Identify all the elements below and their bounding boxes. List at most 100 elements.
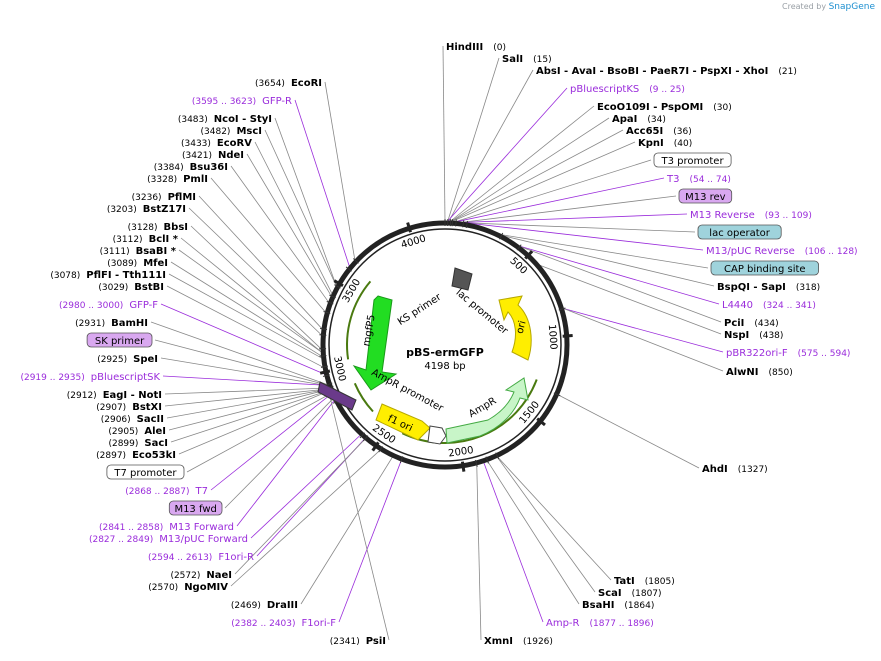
label-name: ApaI bbox=[612, 114, 637, 125]
map-label-draiii[interactable]: DraIII(2469) bbox=[231, 600, 298, 611]
label-pos: (2905) bbox=[108, 427, 138, 437]
map-label-pmli[interactable]: PmlI(3328) bbox=[147, 174, 208, 185]
map-label-t3[interactable]: T3(54 .. 74) bbox=[666, 174, 731, 185]
leader-line bbox=[178, 390, 330, 455]
map-label-gfp-r[interactable]: GFP-R(3595 .. 3623) bbox=[192, 96, 292, 107]
site-labels[interactable]: HindIII(0)SalI(15)AbsI - AvaI - BsoBI - … bbox=[20, 42, 857, 647]
map-label-bstz17i[interactable]: BstZ17I(3203) bbox=[107, 204, 186, 215]
map-label-sk[interactable]: SK primer bbox=[86, 332, 153, 348]
label-pos: (1877 .. 1896) bbox=[590, 619, 654, 629]
map-label-t3[interactable]: T3 promoter bbox=[653, 152, 732, 168]
map-label-ecoo109i[interactable]: EcoO109I - PspOMI(30) bbox=[597, 102, 732, 113]
map-label-ngomiv[interactable]: NgoMIV(2570) bbox=[148, 582, 228, 593]
label-pos: (3482) bbox=[201, 127, 231, 137]
map-label-xmni[interactable]: XmnI(1926) bbox=[484, 636, 553, 647]
map-label-bsahi[interactable]: BsaHI(1864) bbox=[582, 600, 654, 611]
map-label-hindiii[interactable]: HindIII(0) bbox=[446, 42, 506, 53]
label-pos: (438) bbox=[759, 331, 783, 341]
map-label-psii[interactable]: PsiI(2341) bbox=[330, 636, 386, 647]
map-label-m13[interactable]: M13 Forward(2841 .. 2858) bbox=[99, 522, 234, 533]
label-pos: (324 .. 341) bbox=[763, 301, 816, 311]
leader-line bbox=[186, 393, 332, 473]
tick-mark bbox=[406, 222, 412, 233]
label-name: PflFI - Tth111I bbox=[86, 270, 166, 281]
ampr-arrow[interactable] bbox=[445, 377, 529, 444]
map-label-absi[interactable]: AbsI - AvaI - BsoBI - PaeR7I - PspXI - X… bbox=[536, 66, 797, 77]
map-label-ahdi[interactable]: AhdI(1327) bbox=[702, 464, 768, 475]
leader-line bbox=[447, 57, 500, 222]
map-label-ecorv[interactable]: EcoRV(3433) bbox=[181, 138, 252, 149]
map-label-pflfi[interactable]: PflFI - Tth111I(3078) bbox=[50, 270, 166, 281]
f1-ori-arrow[interactable] bbox=[375, 403, 431, 441]
map-label-eco53ki[interactable]: Eco53kI(2897) bbox=[96, 450, 176, 461]
leader-line bbox=[476, 464, 482, 641]
map-label-bcli[interactable]: BclI *(3112) bbox=[113, 234, 179, 245]
map-label-saci[interactable]: SacI(2899) bbox=[108, 438, 168, 449]
label-name: BstZ17I bbox=[143, 204, 186, 215]
map-label-pbluescriptsk[interactable]: pBluescriptSK(2919 .. 2935) bbox=[20, 372, 160, 383]
map-label-t7[interactable]: T7(2868 .. 2887) bbox=[125, 486, 208, 497]
map-label-acc65i[interactable]: Acc65I(36) bbox=[626, 126, 692, 137]
map-label-spei[interactable]: SpeI(2925) bbox=[97, 354, 158, 365]
ampr-promoter-arrow[interactable] bbox=[427, 425, 447, 445]
map-label-kpni[interactable]: KpnI(40) bbox=[638, 138, 692, 149]
map-label-bamhi[interactable]: BamHI(2931) bbox=[75, 318, 148, 329]
map-label-bsu36i[interactable]: Bsu36I(3384) bbox=[154, 162, 228, 173]
map-label-amp-r[interactable]: Amp-R(1877 .. 1896) bbox=[546, 618, 654, 629]
map-label-bsabi[interactable]: BsaBI *(3111) bbox=[100, 246, 177, 257]
map-label-bbsi[interactable]: BbsI(3128) bbox=[128, 222, 188, 233]
map-label-ndei[interactable]: NdeI(3421) bbox=[182, 150, 244, 161]
map-label-alwni[interactable]: AlwNI(850) bbox=[726, 367, 793, 378]
lac-promoter-arrow[interactable] bbox=[451, 267, 473, 291]
site-tick bbox=[322, 374, 330, 377]
map-label-pbluescriptks[interactable]: pBluescriptKS(9 .. 25) bbox=[570, 84, 685, 95]
map-label-ecori[interactable]: EcoRI(3654) bbox=[255, 78, 322, 89]
map-label-lac[interactable]: lac operator bbox=[697, 224, 782, 240]
map-label-ncoi[interactable]: NcoI - StyI(3483) bbox=[178, 114, 272, 125]
map-label-bstxi[interactable]: BstXI(2907) bbox=[96, 402, 162, 413]
map-label-m13[interactable]: M13 rev bbox=[678, 188, 733, 204]
map-label-m13-puc[interactable]: M13/pUC Reverse(106 .. 128) bbox=[706, 246, 858, 257]
map-label-cap[interactable]: CAP binding site bbox=[710, 260, 819, 276]
map-label-sali[interactable]: SalI(15) bbox=[502, 54, 552, 65]
map-label-m13-puc[interactable]: M13/pUC Forward(2827 .. 2849) bbox=[89, 534, 248, 545]
mgfp5-arrow[interactable] bbox=[352, 295, 398, 391]
label-name: EcoO109I - PspOMI bbox=[597, 102, 703, 113]
map-label-nspi[interactable]: NspI(438) bbox=[724, 330, 783, 341]
feature-arrows[interactable] bbox=[317, 267, 538, 445]
site-tick bbox=[319, 334, 327, 336]
leader-line bbox=[178, 249, 322, 353]
ori-arrow[interactable] bbox=[498, 295, 532, 361]
leader-line bbox=[451, 129, 624, 222]
label-name: T3 bbox=[666, 174, 679, 185]
label-name: BsaHI bbox=[582, 600, 614, 611]
map-label-bspqi[interactable]: BspQI - SapI(318) bbox=[717, 282, 820, 293]
map-label-gfp-f[interactable]: GFP-F(2980 .. 3000) bbox=[59, 300, 158, 311]
map-label-m13[interactable]: M13 fwd bbox=[168, 500, 223, 516]
map-label-eagi[interactable]: EagI - NotI(2912) bbox=[67, 390, 162, 401]
map-label-f1ori-r[interactable]: F1ori-R(2594 .. 2613) bbox=[148, 552, 254, 563]
map-label-msci[interactable]: MscI(3482) bbox=[201, 126, 263, 137]
map-label-apai[interactable]: ApaI(34) bbox=[612, 114, 666, 125]
map-label-f1ori-f[interactable]: F1ori-F(2382 .. 2403) bbox=[231, 618, 336, 629]
label-name: F1ori-F bbox=[302, 618, 337, 629]
label-pos: (2931) bbox=[75, 319, 105, 329]
map-label-m13[interactable]: M13 Reverse(93 .. 109) bbox=[690, 210, 812, 221]
map-label-tati[interactable]: TatI(1805) bbox=[614, 576, 675, 587]
map-label-pcii[interactable]: PciI(434) bbox=[724, 318, 779, 329]
map-label-bstbi[interactable]: BstBI(3029) bbox=[98, 282, 164, 293]
map-label-pbr322ori-f[interactable]: pBR322ori-F(575 .. 594) bbox=[726, 348, 850, 359]
map-label-sacii[interactable]: SacII(2906) bbox=[101, 414, 164, 425]
map-label-t7[interactable]: T7 promoter bbox=[106, 464, 185, 480]
map-label-mfei[interactable]: MfeI(3089) bbox=[107, 258, 168, 269]
label-name: DraIII bbox=[267, 600, 298, 611]
label-pos: (1807) bbox=[632, 589, 662, 599]
map-label-l4440[interactable]: L4440(324 .. 341) bbox=[722, 300, 816, 311]
label-pos: (2925) bbox=[97, 355, 127, 365]
map-label-pflmi[interactable]: PflMI(3236) bbox=[132, 192, 196, 203]
map-label-scai[interactable]: ScaI(1807) bbox=[598, 588, 662, 599]
map-label-naei[interactable]: NaeI(2572) bbox=[170, 570, 232, 581]
map-label-alei[interactable]: AleI(2905) bbox=[108, 426, 166, 437]
mcs-region[interactable] bbox=[317, 381, 357, 411]
